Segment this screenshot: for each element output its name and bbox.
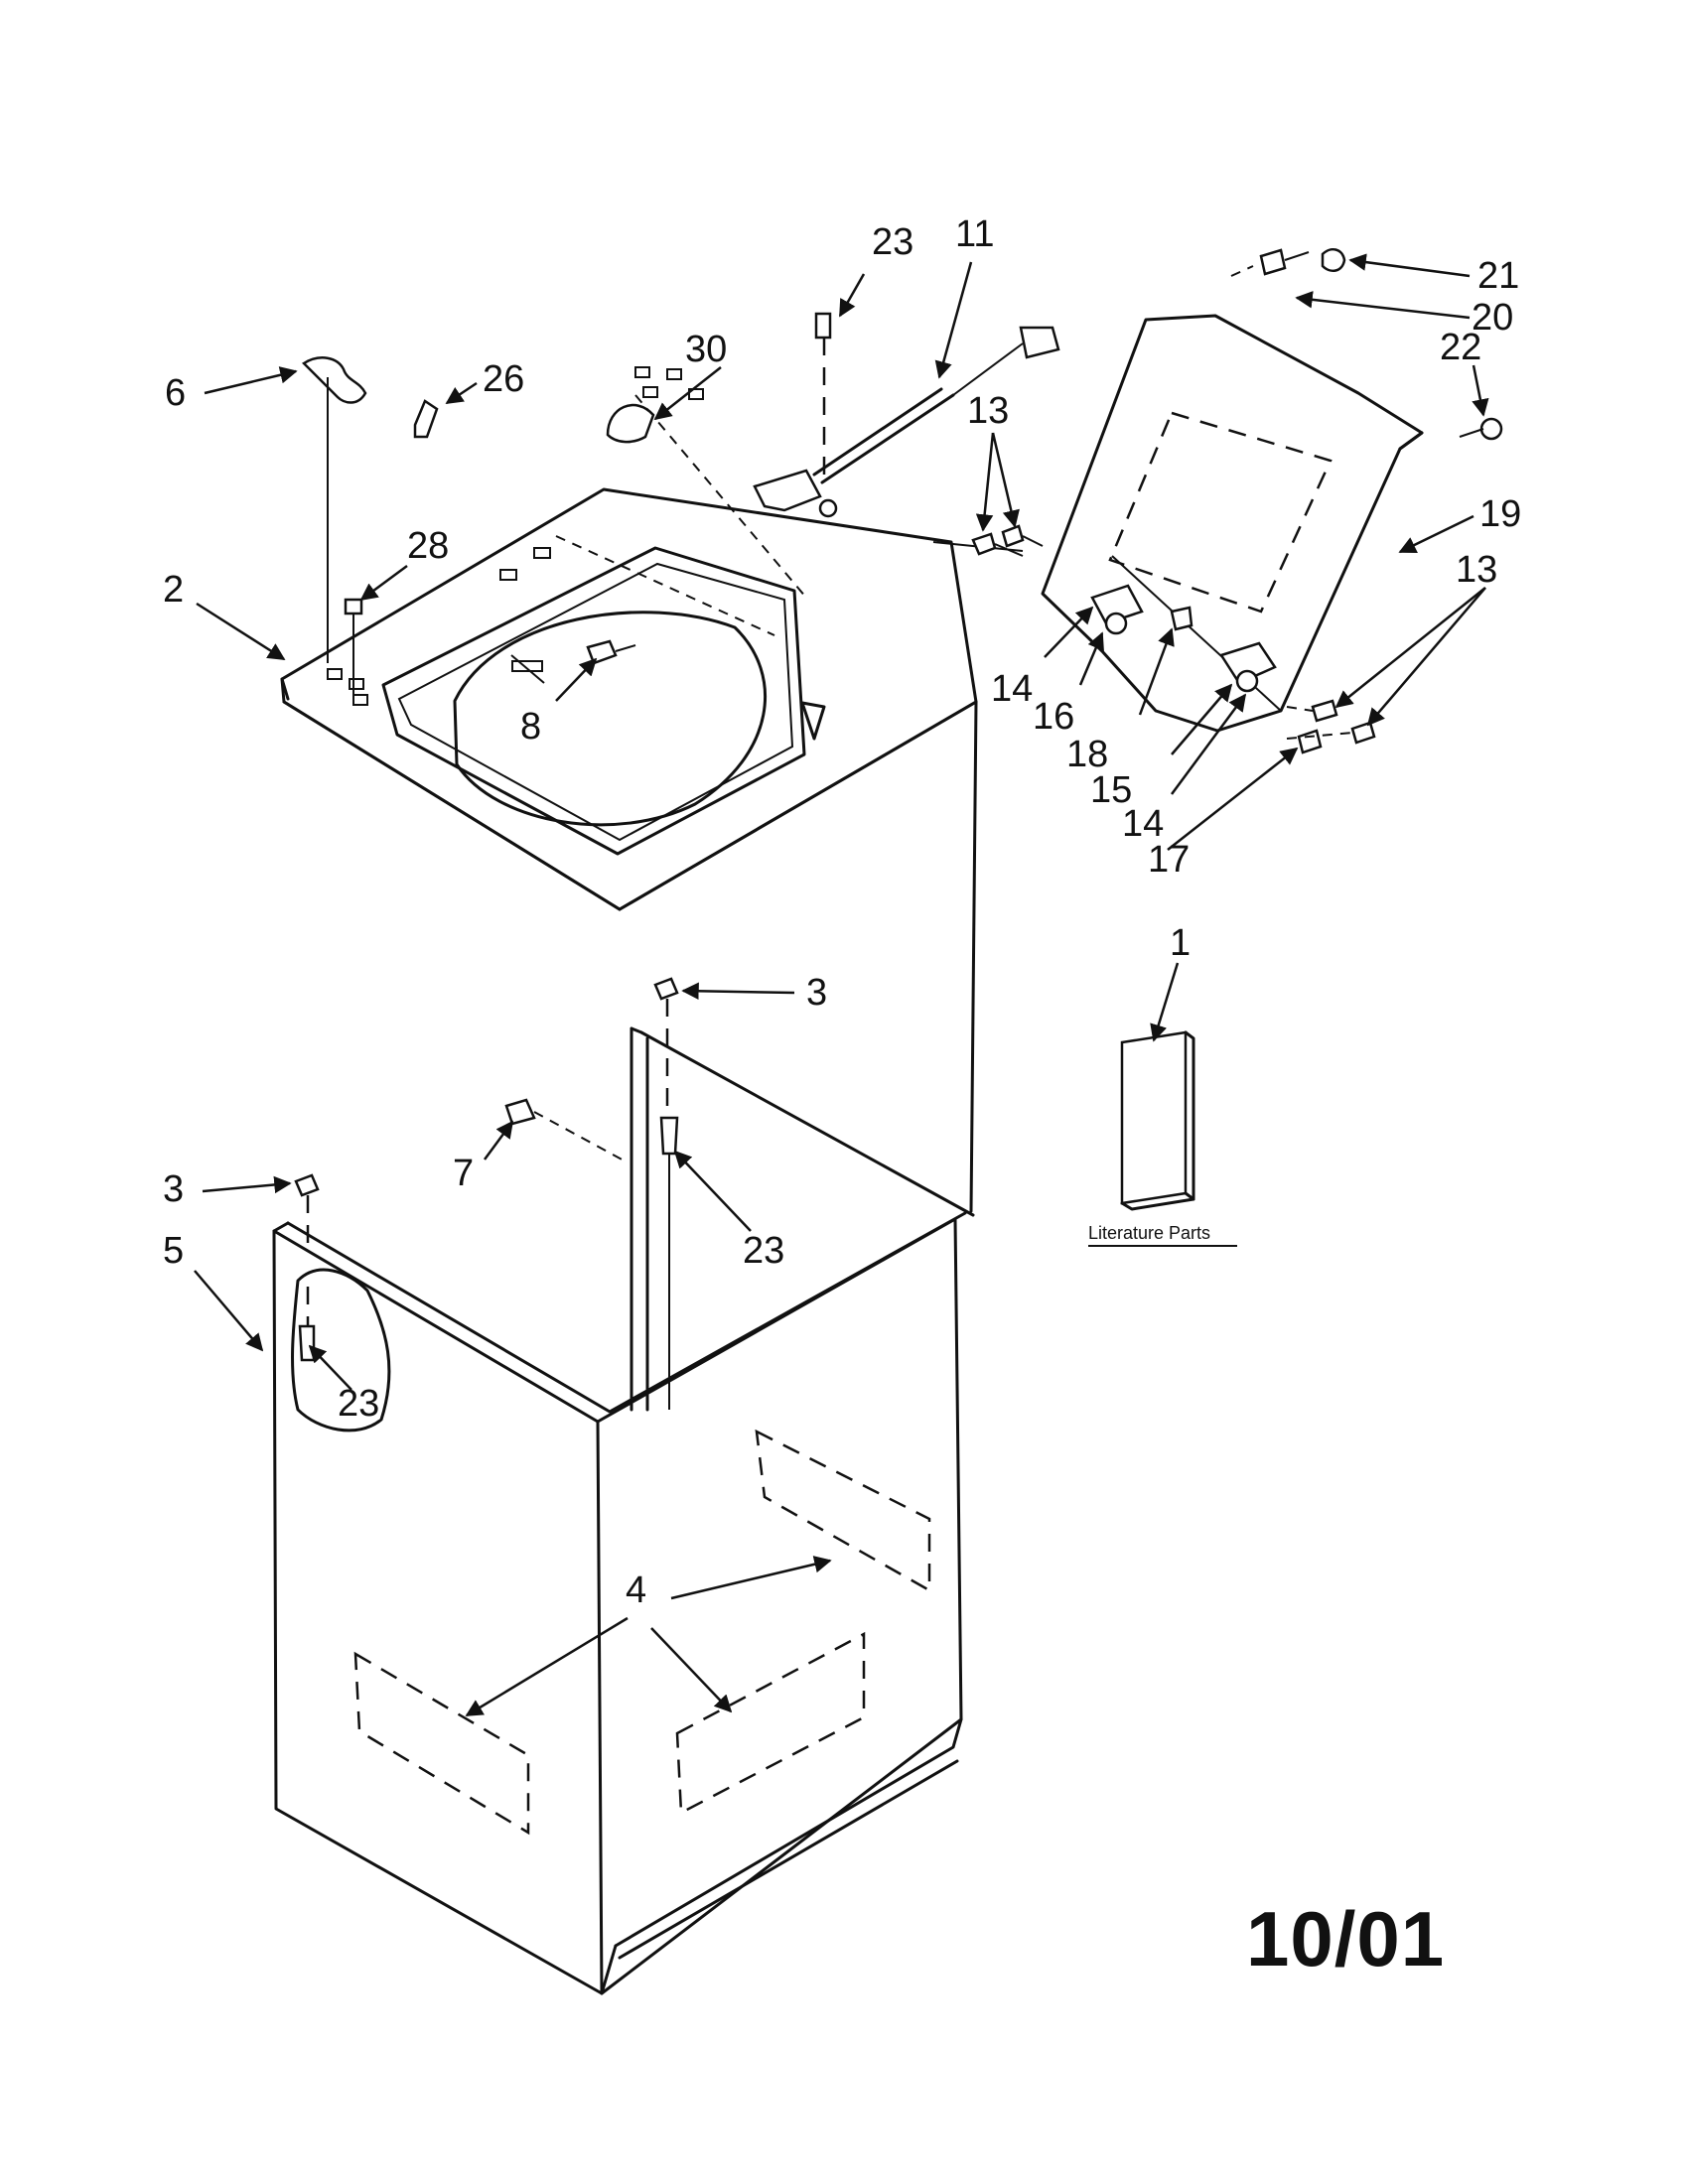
callout-14-left: 14 [991, 668, 1033, 710]
callout-30: 30 [685, 329, 727, 370]
callout-23-top: 23 [872, 221, 913, 263]
callout-5: 5 [163, 1230, 184, 1272]
callout-23-mid: 23 [743, 1230, 784, 1272]
callout-26: 26 [483, 358, 524, 400]
small-parts [294, 247, 1503, 1410]
callout-23-low: 23 [338, 1383, 379, 1425]
callout-15: 15 [1090, 769, 1132, 811]
callout-3-upper: 3 [806, 972, 827, 1014]
callout-28: 28 [407, 525, 449, 567]
callout-11: 11 [955, 213, 994, 255]
literature-parts-label: Literature Parts [1088, 1223, 1210, 1243]
callout-13-right: 13 [1456, 549, 1497, 591]
callout-arrows [194, 253, 1489, 1717]
callout-14-right: 14 [1122, 803, 1164, 845]
callout-labels: 23 11 30 26 13 6 28 2 8 21 20 22 19 13 1… [163, 213, 1521, 1611]
callout-16: 16 [1033, 696, 1074, 738]
callout-6: 6 [165, 372, 186, 414]
callout-7: 7 [453, 1153, 474, 1194]
date-stamp: 10/01 [1246, 1895, 1446, 1982]
callout-19: 19 [1479, 493, 1521, 535]
callout-2: 2 [163, 569, 184, 611]
callout-18: 18 [1066, 734, 1108, 775]
callout-8: 8 [520, 706, 541, 748]
callout-20: 20 [1472, 297, 1513, 339]
callout-21: 21 [1477, 255, 1519, 297]
callout-4: 4 [626, 1570, 646, 1611]
cabinet [272, 700, 978, 1995]
callout-13-left: 13 [967, 390, 1009, 432]
callout-22: 22 [1440, 327, 1481, 368]
top-panel [280, 366, 1024, 911]
callout-17: 17 [1148, 839, 1190, 881]
literature-book: Literature Parts [1088, 1030, 1237, 1247]
callout-3-lower: 3 [163, 1168, 184, 1210]
callout-1: 1 [1170, 922, 1191, 964]
